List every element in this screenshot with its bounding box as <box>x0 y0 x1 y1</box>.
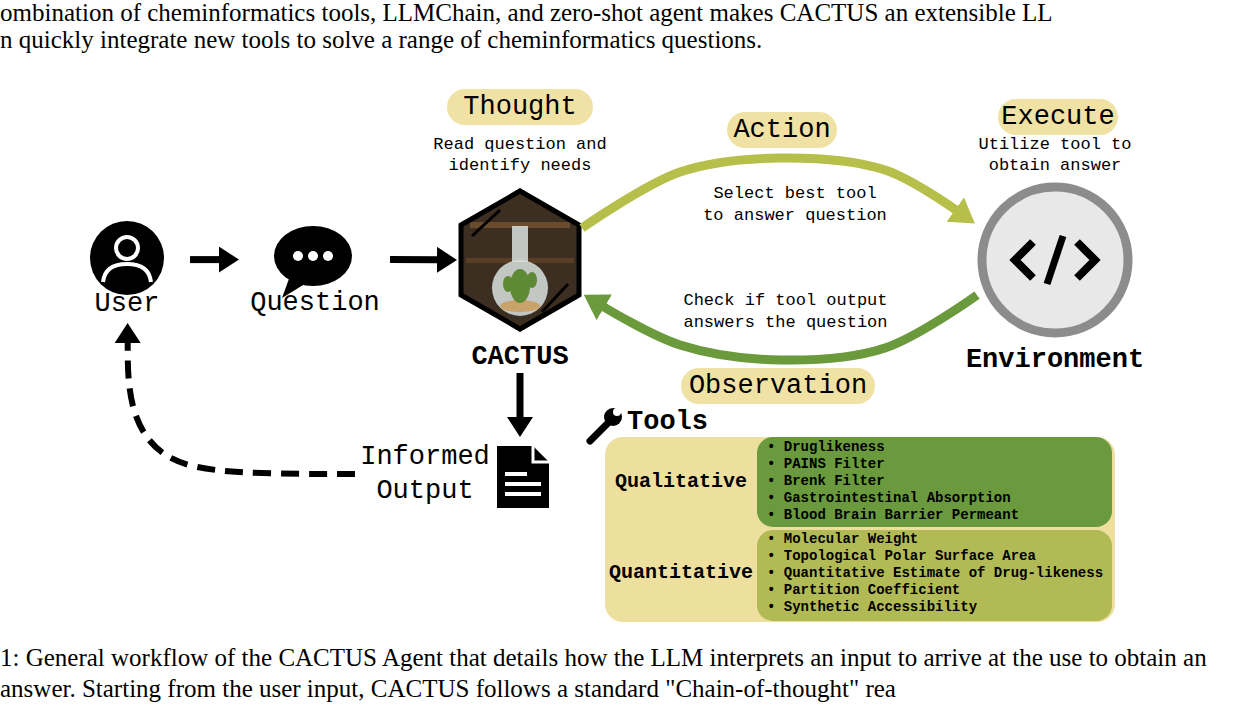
cactus <box>510 269 530 303</box>
document-line <box>505 482 541 486</box>
step-pill: Observation <box>681 368 875 404</box>
body-text: n quickly integrate new tools to solve a… <box>0 27 762 53</box>
tools-panel: ToolsQualitative• Druglikeness• PAINS Fi… <box>605 437 1115 622</box>
code-slash <box>1047 236 1063 284</box>
environment-ring <box>982 187 1128 333</box>
document-line <box>505 472 527 476</box>
dashed-arrow <box>128 342 355 474</box>
code-bracket <box>1015 242 1033 278</box>
tool-category-band: Qualitative• Druglikeness• PAINS Filter•… <box>757 437 1112 527</box>
edge-label: Select best tool to answer question <box>701 183 889 227</box>
hexagon-fill <box>461 191 579 329</box>
panel-heading: Tools <box>627 407 737 437</box>
list-item: • PAINS Filter <box>767 456 885 473</box>
step-pill: Action <box>727 112 837 148</box>
node-label: User <box>86 288 168 320</box>
code-bracket <box>1077 242 1095 278</box>
wrench-notch <box>613 408 621 416</box>
wrench-handle <box>590 422 609 441</box>
output-document: Informed Output <box>355 438 550 510</box>
user-shoulders <box>103 264 151 282</box>
list-item: • Druglikeness <box>767 439 885 456</box>
list-item: • Gastrointestinal Absorption <box>767 490 1011 507</box>
flow-arrow <box>190 256 220 263</box>
list-item: • Partition Coefficient <box>767 582 960 599</box>
user-icon: User <box>86 218 190 322</box>
node-label: CACTUS <box>438 343 602 371</box>
user-head <box>116 237 138 259</box>
flow-arrow <box>582 158 956 228</box>
document-icon <box>497 446 549 508</box>
category-label: Quantitative <box>607 560 755 586</box>
flask-body <box>492 260 548 316</box>
list-item: • Blood Brain Barrier Permeant <box>767 507 1019 524</box>
step-description: Utilize tool to obtain answer <box>970 134 1140 176</box>
document-line <box>505 492 541 496</box>
list-item: • Synthetic Accessibility <box>767 599 977 616</box>
cactus-arm <box>503 276 513 292</box>
category-label: Qualitative <box>607 469 755 495</box>
step-pill: Thought <box>447 89 593 125</box>
list-item: • Molecular Weight <box>767 531 918 548</box>
list-item: • Topological Polar Surface Area <box>767 548 1036 565</box>
node-label: Question <box>240 287 390 319</box>
edge-label: Check if tool output answers the questio… <box>678 290 893 334</box>
bubble-dot <box>323 251 333 261</box>
flow-arrow <box>516 373 523 418</box>
body-text: ombination of cheminformatics tools, LLM… <box>0 0 1053 26</box>
wrench-head <box>604 408 622 426</box>
bubble-body <box>274 226 352 286</box>
cactus-arm <box>527 272 537 288</box>
step-description: Read question and identify needs <box>427 134 613 176</box>
environment-circle: ExecuteUtilize tool to obtain answerEnvi… <box>977 182 1133 377</box>
agent-hexagon: ThoughtRead question and identify needsC… <box>458 188 582 373</box>
node-label: Environment <box>955 346 1155 374</box>
flow-arrow <box>390 256 438 263</box>
flask-neck <box>512 226 528 262</box>
list-item: • Quantitative Estimate of Drug-likeness <box>767 565 1103 582</box>
bubble-dot <box>293 251 303 261</box>
user-disc <box>90 221 164 295</box>
node-label: Informed Output <box>355 440 495 508</box>
tool-category-band: Quantitative• Molecular Weight• Topologi… <box>757 530 1112 621</box>
list-item: • Brenk Filter <box>767 473 885 490</box>
hexagon-outline <box>461 191 579 329</box>
document-fold <box>533 446 549 462</box>
speech-bubble: Question <box>240 218 390 322</box>
step-pill: Execute <box>998 99 1118 135</box>
figure-caption: 1: General workflow of the CACTUS Agent … <box>0 642 1234 704</box>
bubble-dot <box>308 251 318 261</box>
